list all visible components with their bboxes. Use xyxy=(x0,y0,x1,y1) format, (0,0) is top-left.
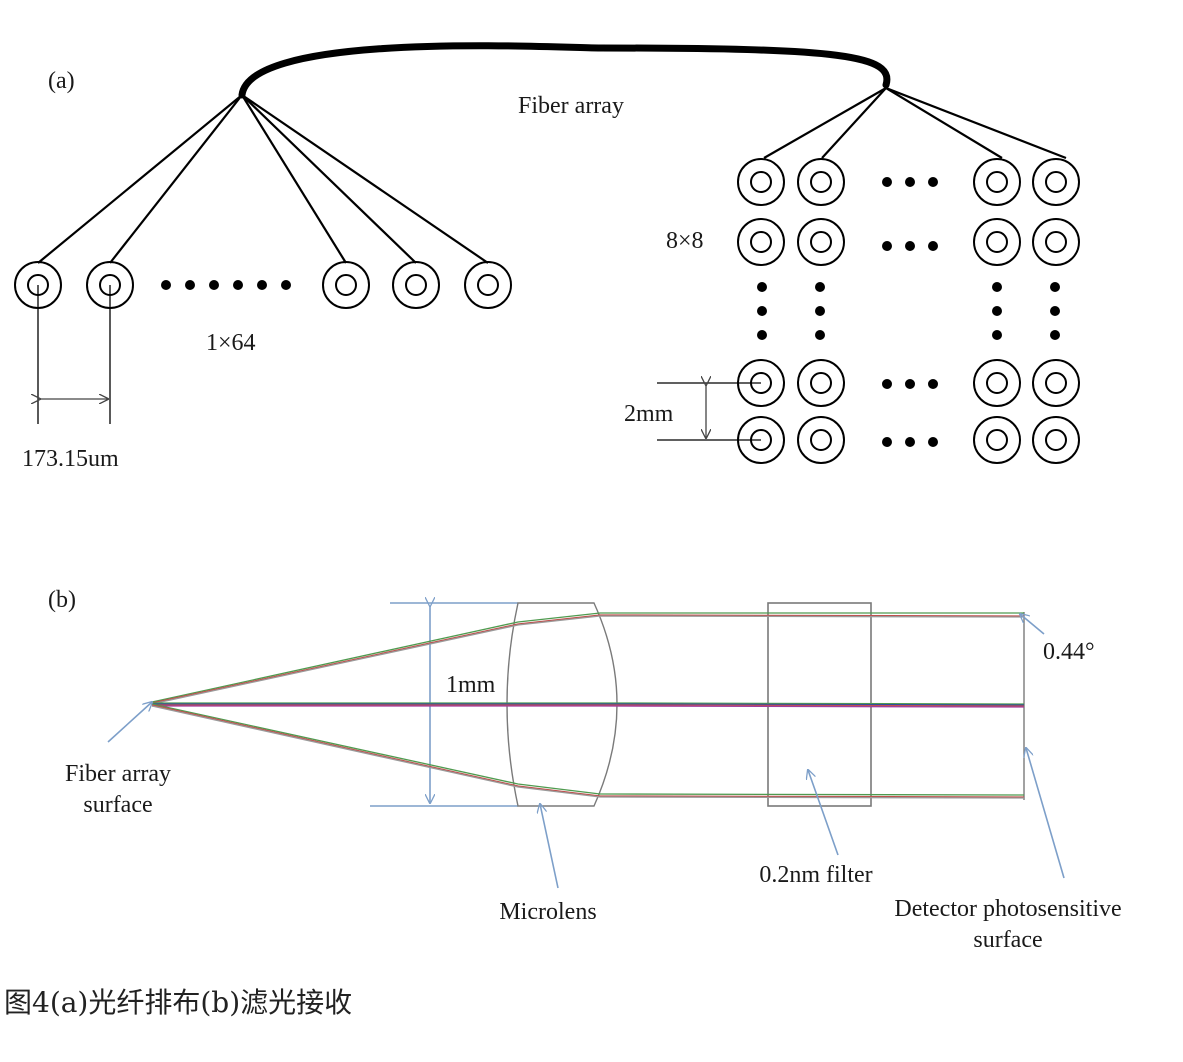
panel-a-label: (a) xyxy=(48,68,75,94)
microlens xyxy=(506,602,618,807)
fiber-bundle xyxy=(238,42,891,99)
leader-arrows xyxy=(107,614,1065,889)
leader-microlens xyxy=(540,804,559,889)
filter-label: 0.2nm filter xyxy=(759,862,872,888)
fiber-array-label: Fiber array xyxy=(518,93,624,119)
square-fan-lines xyxy=(763,86,1067,160)
panel-b-label: (b) xyxy=(48,587,76,613)
square-ellipsis-dots xyxy=(757,177,1060,447)
leader-fiber-surface xyxy=(107,702,152,743)
ray-bundle xyxy=(151,612,1025,799)
linear-array-label: 1×64 xyxy=(206,330,256,356)
fiber-surface-label-line1: Fiber array xyxy=(65,761,171,787)
figure-caption: 图4(a)光纤排布(b)滤光接收 xyxy=(4,986,352,1019)
angle-label: 0.44° xyxy=(1043,639,1095,665)
leader-detector xyxy=(1026,748,1065,879)
leader-filter xyxy=(808,770,839,856)
linear-fan-lines xyxy=(37,94,489,264)
panel-b: (b) 1mm xyxy=(48,587,1122,953)
panel-a: (a) Fiber array 1×64 xyxy=(14,42,1080,472)
microlens-label: Microlens xyxy=(499,899,596,925)
aperture-label: 1mm xyxy=(446,672,496,698)
spacing-dimension xyxy=(657,383,761,441)
detector-label-line2: surface xyxy=(973,927,1042,953)
spacing-label: 2mm xyxy=(624,401,674,427)
fiber-surface-label-line2: surface xyxy=(83,792,152,818)
detector-label-line1: Detector photosensitive xyxy=(894,896,1121,922)
square-array-label: 8×8 xyxy=(666,228,704,254)
linear-ellipsis-dots xyxy=(161,280,291,290)
pitch-label: 173.15um xyxy=(22,446,119,472)
square-fiber-array xyxy=(737,158,1080,464)
pitch-dimension xyxy=(38,285,111,424)
leader-angle xyxy=(1020,614,1045,635)
